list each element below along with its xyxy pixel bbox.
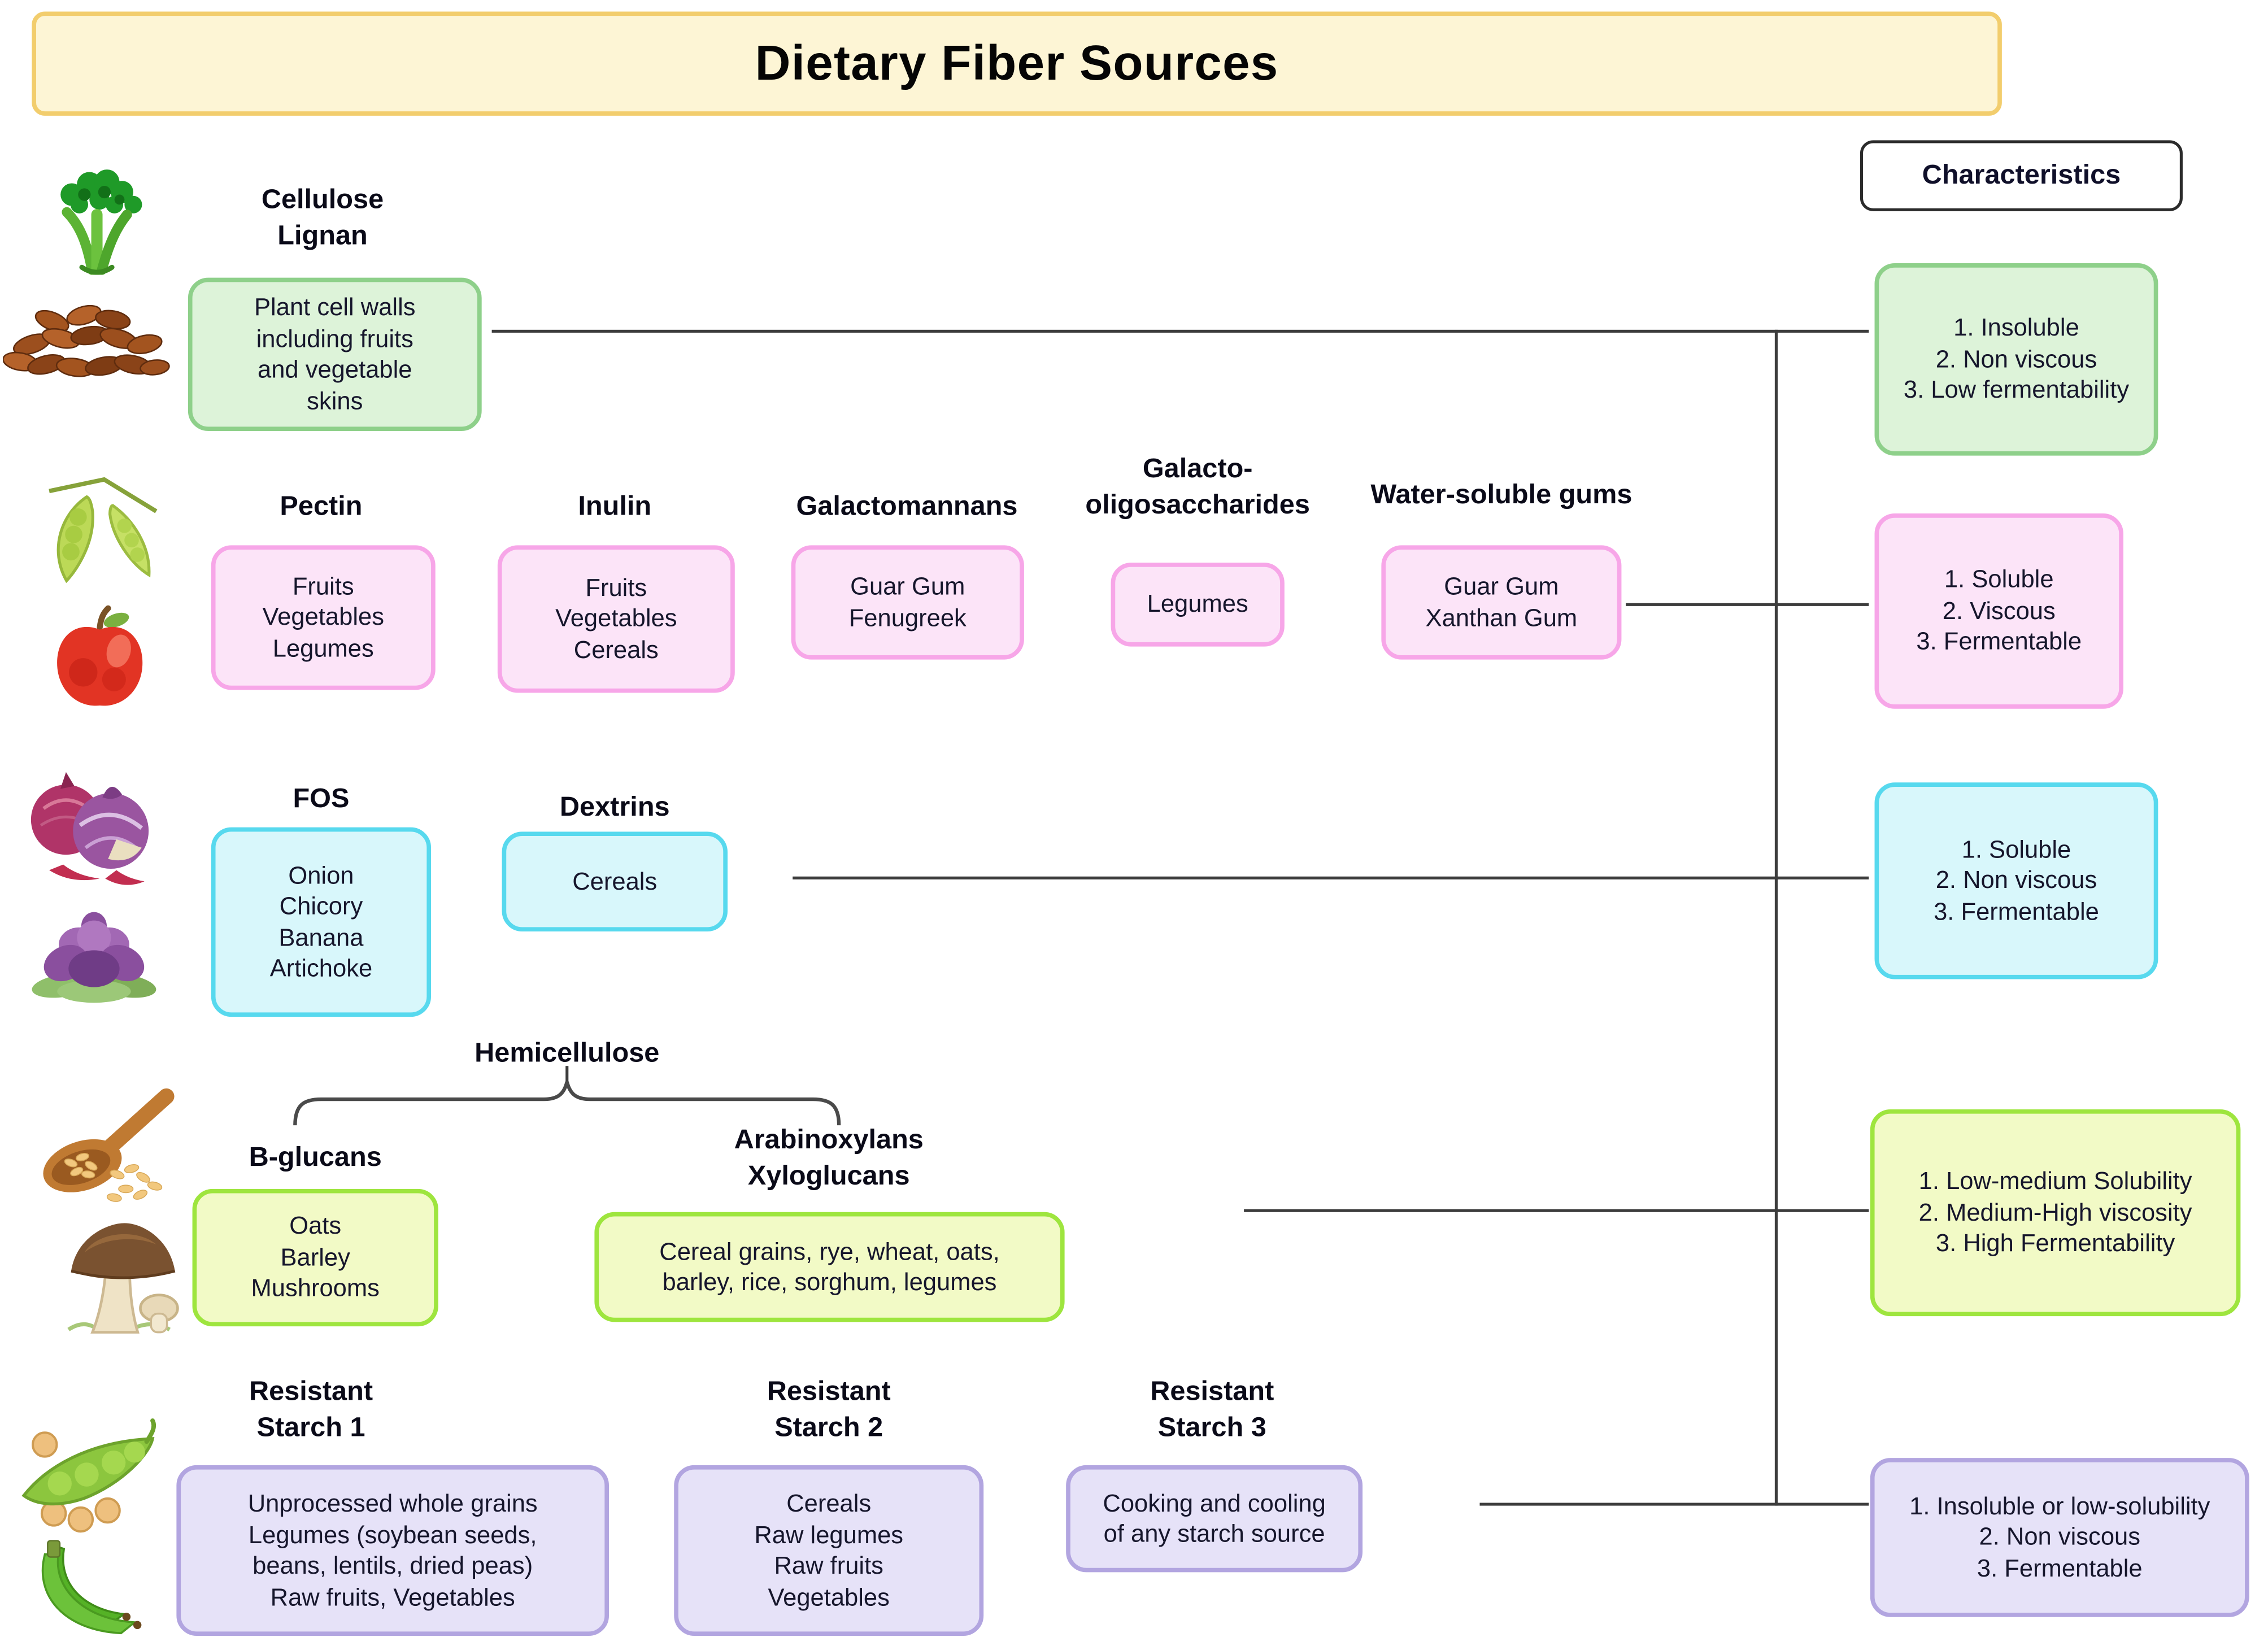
- source-box-fos: Onion Chicory Banana Artichoke: [211, 827, 432, 1017]
- red-onions-icon: [23, 764, 165, 897]
- mushrooms-icon: [58, 1209, 191, 1343]
- source-box-resistant-starch-2: Cereals Raw legumes Raw fruits Vegetable…: [674, 1465, 984, 1636]
- header-resistant-starch-1: Resistant Starch 1: [249, 1377, 373, 1444]
- source-box-dextrins: Cereals: [502, 831, 728, 932]
- header-galactomannans: Galactomannans: [796, 491, 1018, 522]
- source-box-resistant-starch-3: Cooking and cooling of any starch source: [1066, 1465, 1363, 1573]
- celery-icon: [32, 162, 162, 275]
- green-bananas-icon: [23, 1536, 159, 1646]
- header-galacto-oligosaccharides: Galacto- oligosaccharides: [1085, 454, 1310, 521]
- header-inulin: Inulin: [578, 491, 652, 522]
- header-cellulose-lignan: Cellulose Lignan: [261, 185, 384, 252]
- hemicellulose-brace-tick: [565, 1066, 569, 1083]
- hemicellulose-brace: [289, 1079, 844, 1128]
- header-water-soluble-gums: Water-soluble gums: [1370, 480, 1633, 511]
- source-box-water-soluble-gums: Guar Gum Xanthan Gum: [1381, 545, 1622, 660]
- oat-spoon-icon: [32, 1085, 179, 1212]
- connector-row2-line: [1626, 603, 1869, 606]
- source-box-inulin: Fruits Vegetables Cereals: [497, 545, 735, 693]
- header-b-glucans: B-glucans: [249, 1142, 382, 1173]
- title-banner: Dietary Fiber Sources: [32, 11, 2002, 116]
- source-box-resistant-starch-1: Unprocessed whole grains Legumes (soybea…: [176, 1465, 610, 1636]
- header-dextrins: Dextrins: [559, 792, 670, 823]
- source-box-galacto-oligosaccharides: Legumes: [1111, 563, 1285, 647]
- source-box-cellulose: Plant cell walls including fruits and ve…: [188, 277, 482, 432]
- header-pectin: Pectin: [280, 491, 363, 522]
- characteristics-box-insoluble-low: 1. Insoluble or low-solubility 2. Non vi…: [1870, 1458, 2249, 1617]
- characteristics-header: Characteristics: [1860, 140, 2183, 211]
- apple-icon: [41, 602, 159, 715]
- characteristics-box-low-medium: 1. Low-medium Solubility 2. Medium-High …: [1870, 1109, 2241, 1317]
- source-box-galactomannans: Guar Gum Fenugreek: [791, 545, 1024, 660]
- connector-row4-line: [1244, 1209, 1869, 1212]
- source-box-b-glucans: Oats Barley Mushrooms: [192, 1188, 438, 1327]
- connector-row1-line: [491, 329, 1869, 333]
- characteristics-box-soluble-viscous: 1. Soluble 2. Viscous 3. Fermentable: [1874, 513, 2123, 709]
- cocoa-beans-icon: [3, 284, 171, 390]
- source-box-pectin: Fruits Vegetables Legumes: [211, 545, 436, 690]
- header-resistant-starch-3: Resistant Starch 3: [1150, 1377, 1274, 1444]
- connector-row5-line: [1479, 1503, 1869, 1506]
- soybeans-icon: [15, 1412, 165, 1539]
- header-arabinoxylans-xyloglucans: Arabinoxylans Xyloglucans: [734, 1125, 924, 1192]
- connector-row3-line: [793, 876, 1869, 879]
- connector-trunk-line: [1774, 329, 1778, 1506]
- characteristics-box-soluble-nonviscous: 1. Soluble 2. Non viscous 3. Fermentable: [1874, 782, 2158, 979]
- artichoke-icon: [23, 894, 165, 1009]
- characteristics-box-insoluble: 1. Insoluble 2. Non viscous 3. Low ferme…: [1874, 263, 2158, 456]
- header-hemicellulose: Hemicellulose: [475, 1038, 660, 1069]
- header-resistant-starch-2: Resistant Starch 2: [767, 1377, 891, 1444]
- source-box-arabinoxylans: Cereal grains, rye, wheat, oats, barley,…: [594, 1212, 1065, 1322]
- pea-pods-icon: [29, 470, 173, 609]
- header-fos: FOS: [293, 783, 350, 815]
